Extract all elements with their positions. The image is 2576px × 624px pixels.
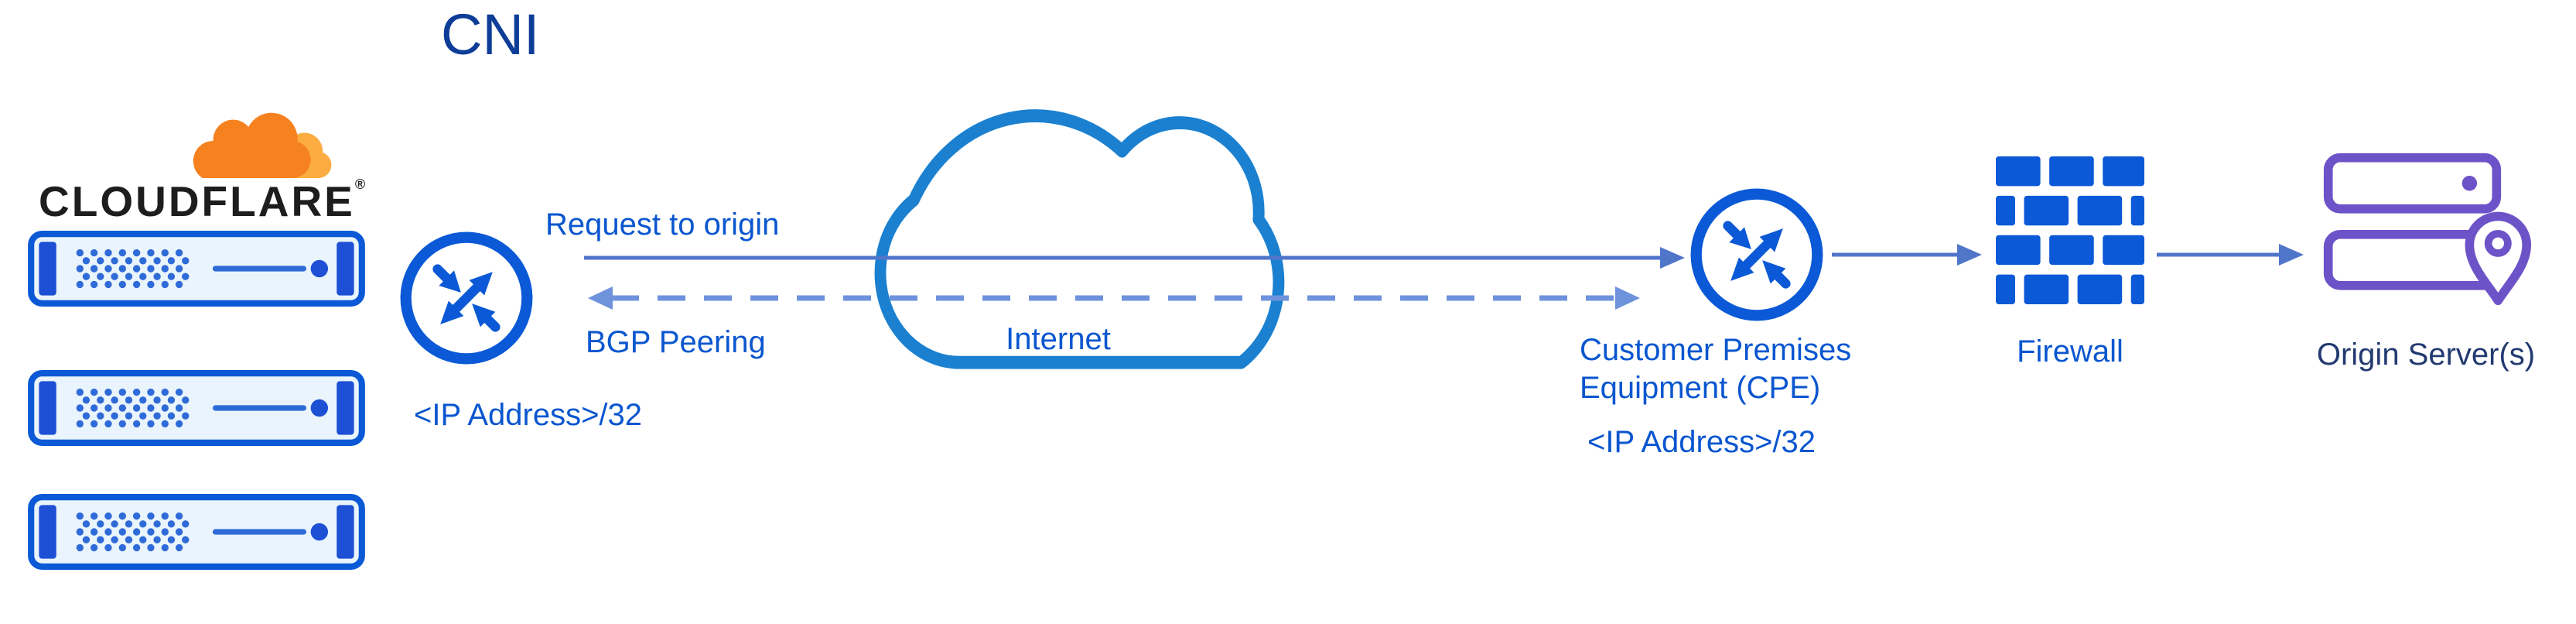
- origin-servers-icon: [2323, 153, 2531, 306]
- cloudflare-wordmark: CLOUDFLARE®: [39, 177, 365, 226]
- bgp-peering-label: BGP Peering: [586, 325, 766, 359]
- edge-server-icon: [23, 229, 370, 308]
- cpe-ip-label: <IP Address>/32: [1587, 425, 1816, 459]
- edge-server-icon: [23, 492, 370, 571]
- edge-server-icon: [23, 369, 370, 447]
- page-title: CNI: [441, 2, 540, 67]
- cloudflare-router-icon: [398, 229, 535, 367]
- cloudflare-wordmark-text: CLOUDFLARE: [39, 177, 355, 225]
- cpe-label-line1: Customer Premises: [1580, 333, 1852, 367]
- registered-trademark-symbol: ®: [354, 177, 366, 192]
- internet-label: Internet: [1006, 322, 1111, 356]
- cpe-router-icon: [1688, 186, 1826, 324]
- origin-servers-label: Origin Server(s): [2316, 338, 2536, 372]
- cpe-label-line2: Equipment (CPE): [1580, 371, 1821, 405]
- firewall-to-origin-arrow: [2157, 244, 2304, 266]
- request-to-origin-label: Request to origin: [545, 207, 780, 242]
- cpe-to-firewall-arrow: [1832, 244, 1982, 266]
- edge-router-ip-label: <IP Address>/32: [414, 398, 643, 432]
- firewall-icon: [1996, 156, 2144, 305]
- firewall-label: Firewall: [2017, 334, 2123, 369]
- cloudflare-logo-icon: [193, 112, 332, 179]
- internet-cloud-icon: [874, 109, 1285, 369]
- location-pin-icon: [2465, 211, 2531, 306]
